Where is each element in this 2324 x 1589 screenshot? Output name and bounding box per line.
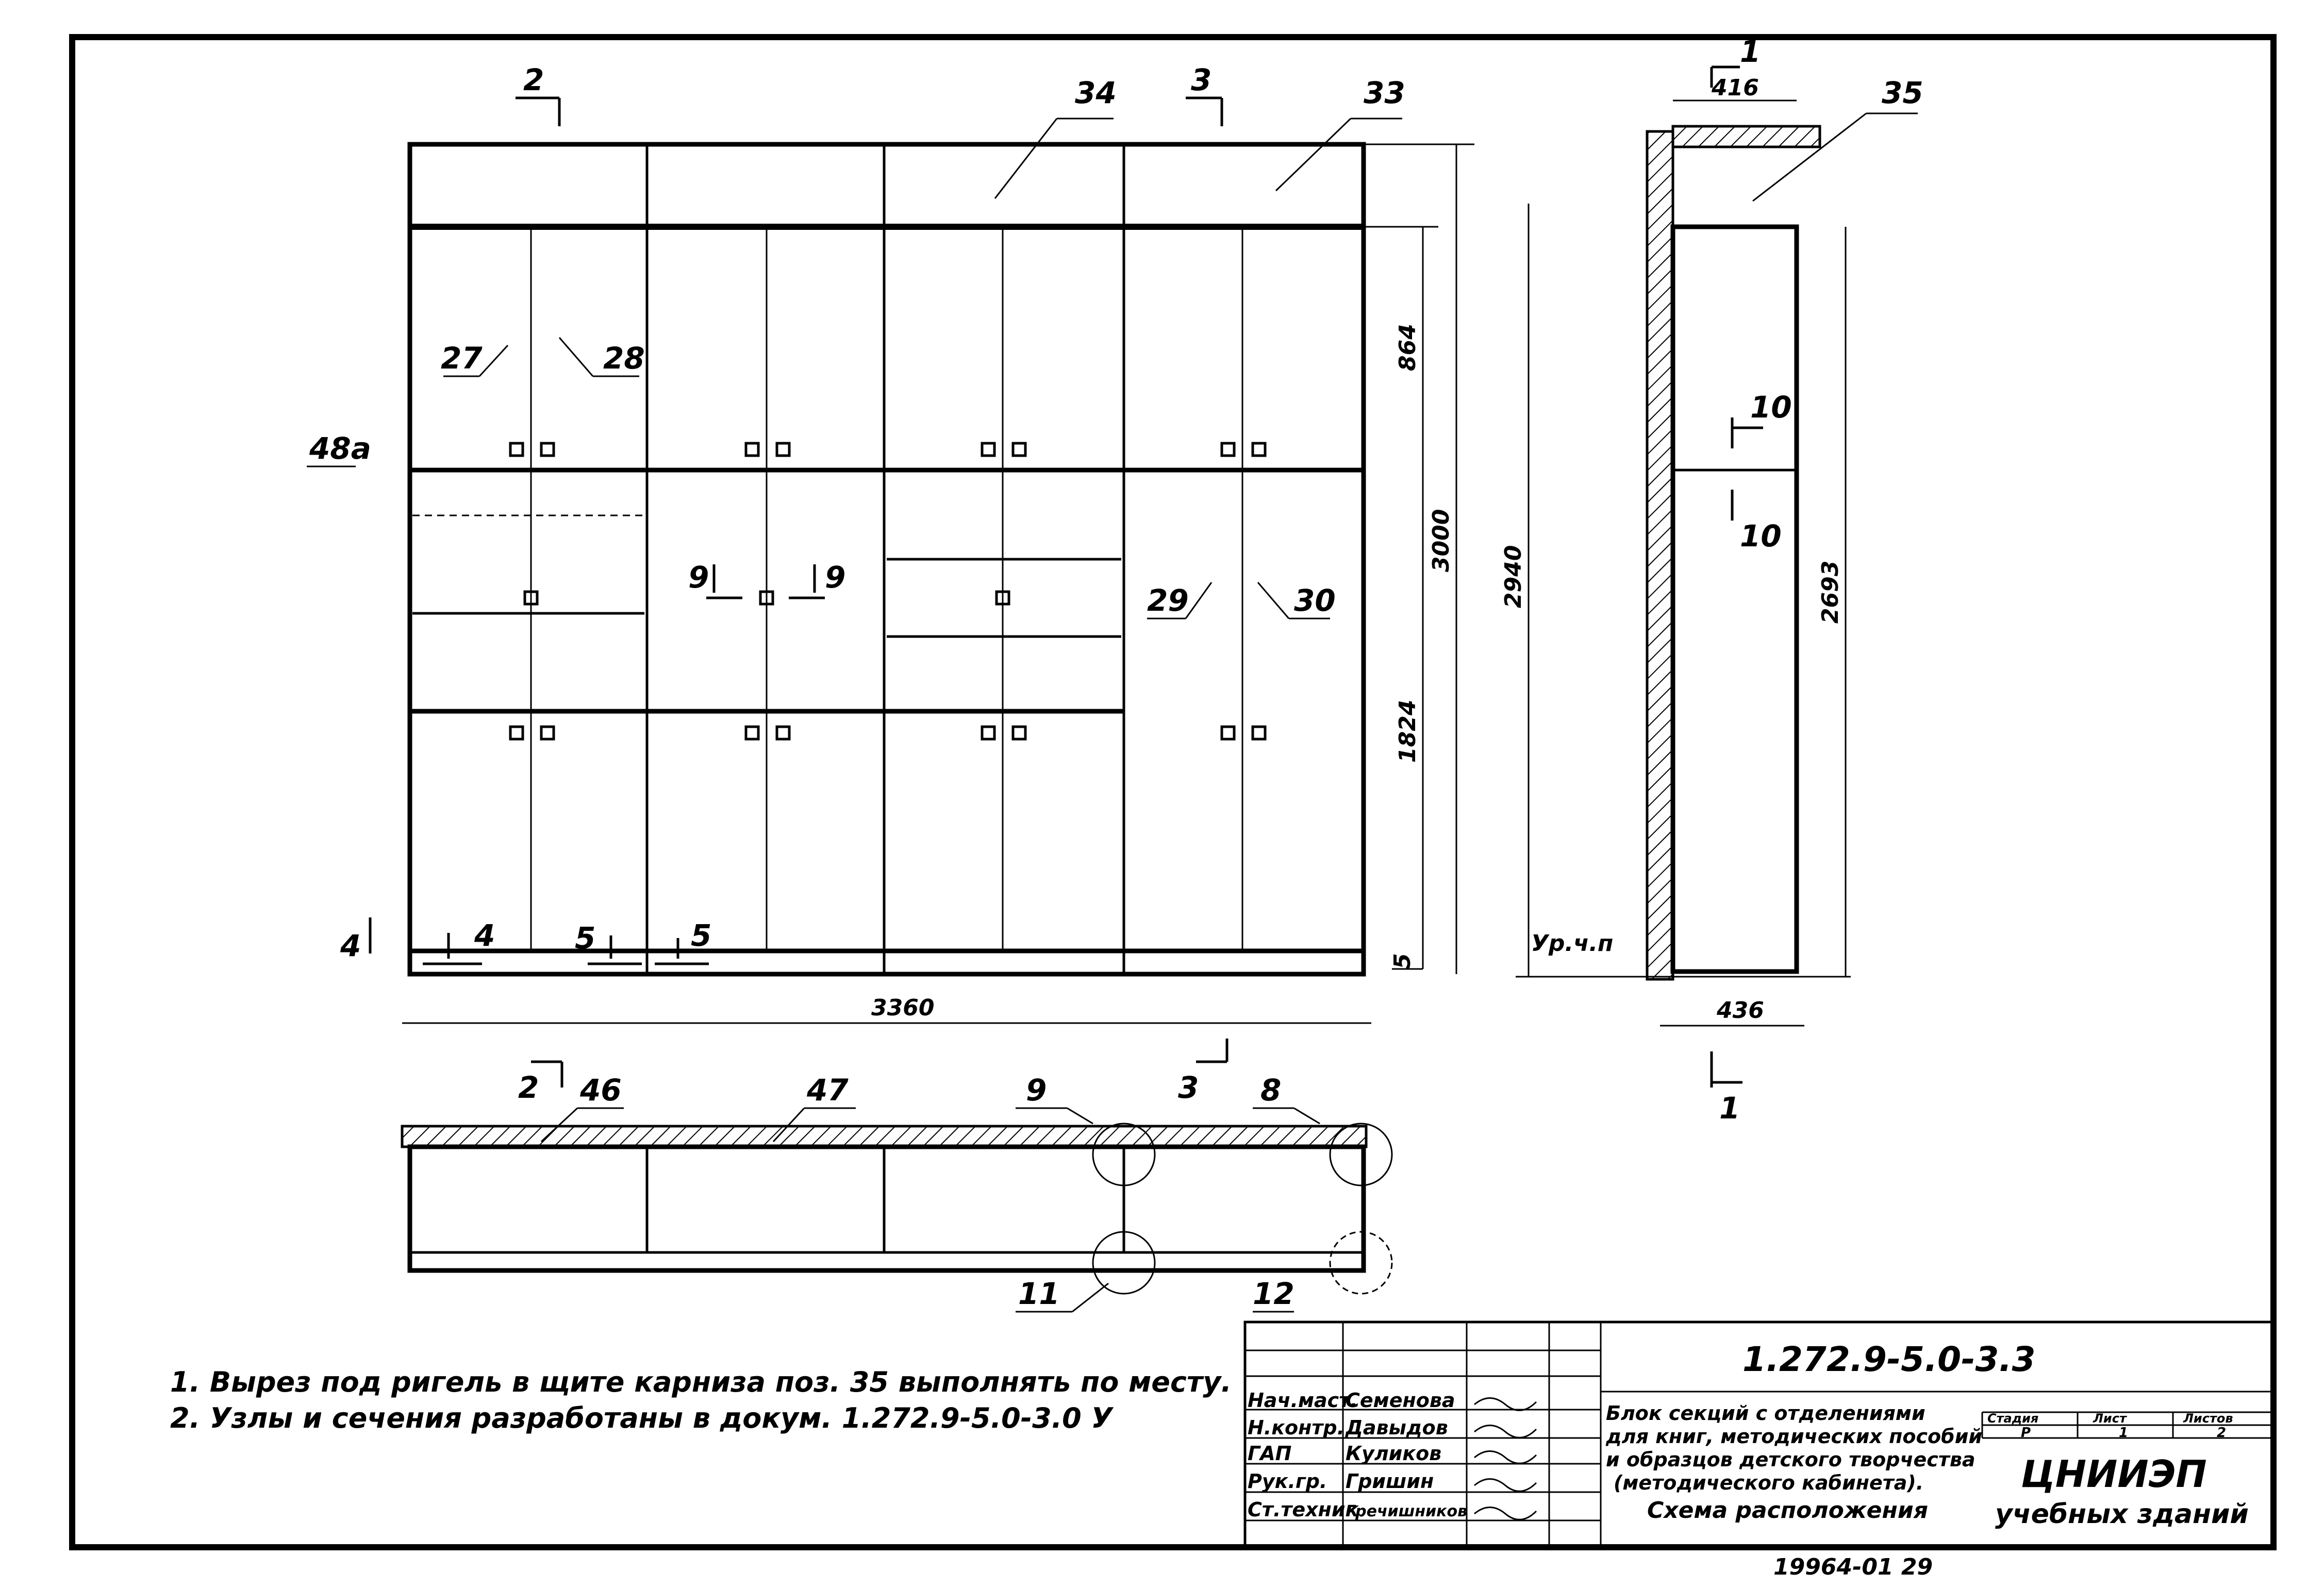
label-33: 33 [1364, 75, 1405, 110]
name-3: Куликов [1346, 1442, 1441, 1465]
leader-35 [1752, 112, 1867, 202]
desc-line-2: для книг, методических пособий [1605, 1425, 1982, 1448]
sheet-header: Лист [2093, 1411, 2128, 1426]
section-mark-3-top: 3 [1191, 62, 1211, 97]
desc-line-3: и образцов детского творчества [1606, 1448, 1976, 1471]
label-5a: 5 [575, 921, 595, 956]
dim-416: 416 [1711, 75, 1759, 101]
footer-code: 19964-01 29 [1773, 1554, 1933, 1580]
dim-2693: 2693 [1817, 561, 1844, 624]
inner-section-marks [706, 564, 825, 599]
label-48a: 48a [309, 431, 371, 466]
section-mark-10b: 10 [1740, 518, 1782, 554]
label-4: 4 [474, 918, 495, 953]
name-4: Гришин [1346, 1470, 1434, 1493]
plan-leaders [540, 1107, 1320, 1313]
label-9: 9 [1026, 1073, 1047, 1108]
name-1: Семенова [1346, 1389, 1455, 1412]
label-11: 11 [1018, 1276, 1060, 1311]
section-mark-10a: 10 [1750, 390, 1792, 425]
plan-wall-hatch [401, 1125, 1368, 1148]
section-mark-1-bot: 1 [1719, 1091, 1740, 1126]
side-cabinet-body [1670, 224, 1799, 974]
leader-lines [443, 118, 1402, 620]
door-handles [509, 442, 1267, 741]
label-46: 46 [579, 1073, 622, 1108]
dim-3000: 3000 [1428, 509, 1454, 572]
node-circle-12 [1329, 1231, 1393, 1295]
label-28: 28 [603, 341, 645, 376]
label-27: 27 [441, 341, 483, 376]
section-mark-4: 4 [340, 928, 361, 963]
drawing-code: 1.272.9-5.0-3.3 [1742, 1340, 2035, 1379]
sheet-frame [69, 34, 2277, 1550]
front-dimension-lines [402, 143, 1474, 1024]
side-section [1516, 99, 1918, 1088]
wall-hatch [1646, 130, 1674, 981]
stage-header: Стадия [1987, 1411, 2038, 1426]
title-block-frame [1243, 1320, 2275, 1549]
label-34: 34 [1075, 75, 1117, 110]
section-mark-1-top: 1 [1740, 34, 1761, 69]
dim-2940: 2940 [1500, 545, 1526, 608]
cornice-hatch [1671, 125, 1821, 148]
role-5: Ст.техник [1248, 1498, 1359, 1521]
section-mark-9a: 9 [688, 560, 709, 595]
label-29: 29 [1147, 583, 1189, 618]
section-mark-9b: 9 [825, 560, 845, 595]
name-5: Гречишников [1346, 1502, 1467, 1520]
note-2: 2. Узлы и сечения разработаны в докум. 1… [170, 1402, 1114, 1434]
plinth-section-marks [369, 917, 709, 965]
node-circle-8 [1329, 1123, 1393, 1186]
role-2: Н.контр. [1248, 1416, 1344, 1439]
dim-864: 864 [1395, 324, 1421, 371]
level-mark: Ур.ч.п [1531, 930, 1613, 957]
dim-3360: 3360 [871, 995, 934, 1021]
node-circle-11 [1092, 1231, 1156, 1295]
stage-value: Р [2021, 1425, 2031, 1441]
label-47: 47 [806, 1073, 849, 1108]
desc-line-1: Блок секций с отделениями [1606, 1402, 1925, 1425]
desc-line-5: Схема расположения [1647, 1497, 1928, 1524]
section-mark-2-top: 2 [523, 62, 544, 97]
sheets-header: Листов [2183, 1411, 2233, 1426]
role-4: Рук.гр. [1248, 1470, 1327, 1493]
plan-cabinet [407, 1144, 1366, 1273]
sheets-value: 2 [2217, 1425, 2226, 1441]
section-cut-marks-top [516, 65, 1740, 126]
dim-436: 436 [1716, 997, 1764, 1024]
plan-section-cuts [531, 1039, 1229, 1088]
label-5b: 5 [691, 918, 711, 953]
label-35: 35 [1882, 75, 1923, 110]
label-30: 30 [1294, 583, 1336, 618]
desc-line-4: (методического кабинета). [1614, 1471, 1923, 1494]
name-2: Давыдов [1345, 1416, 1448, 1439]
sheet-value: 1 [2119, 1425, 2128, 1441]
org-name: ЦНИИЭП [2021, 1452, 2207, 1496]
plan-view [401, 1039, 1393, 1313]
signatures [1474, 1397, 1537, 1520]
title-block [1243, 1320, 2275, 1549]
label-12: 12 [1253, 1276, 1294, 1311]
cabinet-outline [407, 142, 1366, 977]
note-1: 1. Вырез под ригель в щите карниза поз. … [170, 1366, 1232, 1398]
section-mark-3-bot: 3 [1178, 1070, 1199, 1105]
section-mark-2-bot: 2 [518, 1070, 539, 1105]
org-subtitle: учебных зданий [1995, 1499, 2249, 1530]
role-3: ГАП [1248, 1442, 1291, 1465]
label-8: 8 [1260, 1073, 1281, 1108]
dim-5: 5 [1389, 953, 1416, 969]
dim-1824: 1824 [1395, 700, 1421, 763]
role-1: Нач.маст. [1248, 1389, 1358, 1412]
node-circle-9 [1092, 1123, 1156, 1186]
front-elevation [369, 118, 1402, 977]
